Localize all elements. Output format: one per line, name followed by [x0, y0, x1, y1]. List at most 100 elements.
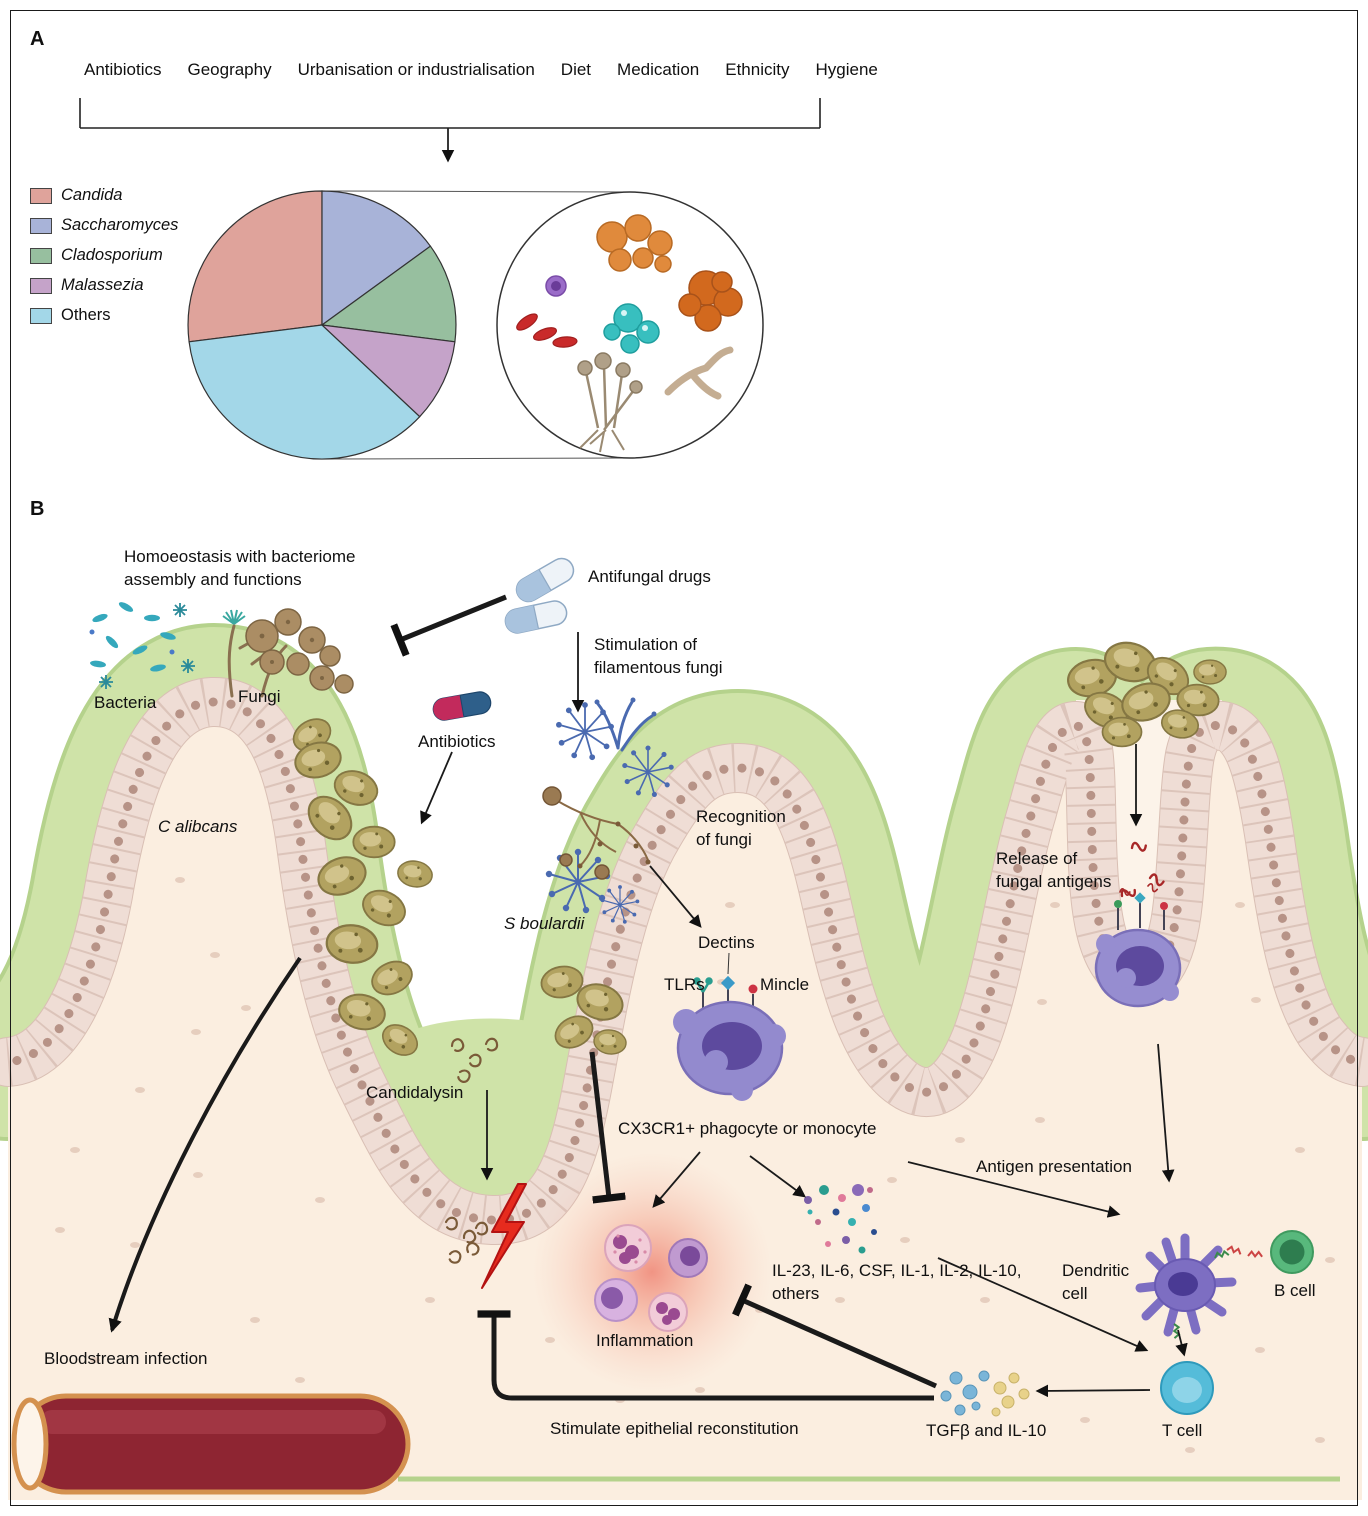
- label-stimulation: Stimulation of filamentous fungi: [594, 634, 723, 680]
- legend-swatch: [30, 247, 52, 264]
- environmental-factors-list: Antibiotics Geography Urbanisation or in…: [84, 60, 878, 80]
- arrow-bloodstream: [108, 956, 302, 1333]
- label-candidalysin: Candidalysin: [366, 1083, 464, 1102]
- label-antibiotics: Antibiotics: [418, 732, 496, 751]
- label-s-boulardii: S boulardii: [504, 914, 585, 933]
- orange-yeast-cluster: [596, 214, 673, 273]
- label-line: assembly and functions: [124, 569, 302, 589]
- pie-slice-cladosporium: [320, 245, 457, 343]
- pie-circle-connectors: [325, 190, 629, 460]
- label-bloodstream: Bloodstream infection: [44, 1349, 208, 1368]
- blood-vessel: [11, 1393, 411, 1495]
- purple-yeast-cell: [545, 275, 567, 297]
- lymphocyte-cell: [594, 1278, 638, 1322]
- brown-hyphae: [555, 799, 649, 867]
- label-homoeostasis: Homoeostasis with bacteriome assembly an…: [124, 546, 355, 592]
- label-stimulate-reconstitution: Stimulate epithelial reconstitution: [550, 1419, 799, 1438]
- label-cytokines: IL-23, IL-6, CSF, IL-1, IL-2, IL-10, oth…: [772, 1260, 1021, 1306]
- receptor-red-icon: [1160, 902, 1168, 910]
- label-line: filamentous fungi: [594, 657, 723, 677]
- factor-medication: Medication: [617, 60, 700, 79]
- label-recognition: Recognition of fungi: [696, 806, 786, 852]
- legend-label: Malassezia: [61, 276, 144, 294]
- arrow-tcell-to-tgfb: [1035, 1384, 1151, 1398]
- arrow-dc-to-tcell: [1175, 1329, 1188, 1357]
- label-line: others: [772, 1283, 820, 1303]
- neutrophil-cell: [604, 1224, 652, 1272]
- pie-slice-others: [188, 324, 421, 460]
- arrow-cytokines-to-tcell: [937, 1257, 1149, 1352]
- label-c-albicans: C alibcans: [158, 817, 238, 836]
- pie-slice-candida: [187, 190, 323, 343]
- legend-swatch: [30, 217, 52, 234]
- mycobiome-circle: [496, 191, 764, 459]
- label-tgfb-il10: TGFβ and IL-10: [926, 1421, 1047, 1440]
- factor-geography: Geography: [187, 60, 272, 79]
- damage-lightning-icon: [481, 1183, 527, 1289]
- pie-legend: Candida Saccharomyces Cladosporium Malas…: [30, 186, 178, 325]
- label-cx3cr1: CX3CR1+ phagocyte or monocyte: [618, 1119, 877, 1138]
- gut-illustration: [8, 700, 1362, 1500]
- arrow-to-inflammation: [652, 1151, 701, 1208]
- arrow-antigen-presentation: [907, 1161, 1121, 1218]
- mold-icon: [577, 352, 643, 453]
- legend-swatch: [30, 277, 52, 294]
- legend-swatch: [30, 307, 52, 324]
- arrow-monocyte-down: [1157, 1043, 1175, 1183]
- label-fungi: Fungi: [238, 687, 281, 706]
- filamentous-fungi: [542, 697, 674, 924]
- mincle-receptor-icon: [748, 984, 758, 994]
- inhibit-antifungal: [390, 594, 507, 657]
- panel-a-bracket: [79, 98, 821, 163]
- tgfb-il10-dots: [940, 1370, 1030, 1417]
- factor-urbanisation: Urbanisation or industrialisation: [297, 60, 535, 79]
- pie-chart: [187, 190, 457, 460]
- label-tlrs: TLRs: [664, 975, 705, 994]
- cytokine-dots: [804, 1184, 877, 1254]
- label-line: of fungi: [696, 829, 752, 849]
- factor-antibiotics: Antibiotics: [84, 60, 162, 79]
- t-cell: [1160, 1361, 1214, 1415]
- homoeostasis-microbes: [89, 602, 354, 698]
- legend-item: Candida: [30, 186, 178, 205]
- receptor-green-icon: [1114, 900, 1122, 908]
- brown-yeast-cluster: [678, 270, 743, 332]
- panel-b-label: B: [30, 498, 45, 520]
- red-rod-chain: [516, 313, 578, 348]
- dendritic-cell: [1135, 1233, 1243, 1340]
- label-dectins: Dectins: [698, 933, 755, 952]
- pie-slice-saccharomyces: [321, 190, 432, 327]
- factor-hygiene: Hygiene: [815, 60, 878, 79]
- label-line: fungal antigens: [996, 871, 1112, 891]
- legend-swatch: [30, 187, 52, 204]
- dectin-receptor-icon: [720, 975, 736, 991]
- arrow-recognition: [649, 865, 702, 928]
- label-b-cell: B cell: [1274, 1281, 1316, 1300]
- fungi-icons: [222, 608, 354, 698]
- line-epithelial-reconstitution: [477, 1310, 934, 1401]
- legend-item: Others: [30, 306, 178, 325]
- arrow-to-cytokines: [749, 1155, 807, 1198]
- legend-item: Saccharomyces: [30, 216, 178, 235]
- monocyte-cell: [1094, 839, 1182, 1008]
- antifungal-pills: [502, 553, 579, 636]
- label-line: Release of: [996, 849, 1078, 868]
- label-line: cell: [1062, 1283, 1088, 1303]
- factor-ethnicity: Ethnicity: [725, 60, 790, 79]
- label-release-antigens: Release of fungal antigens: [996, 848, 1111, 894]
- label-mincle: Mincle: [760, 975, 810, 994]
- label-line: Dendritic: [1062, 1261, 1130, 1280]
- legend-label: Others: [61, 306, 111, 324]
- arrow-antibiotics: [420, 751, 453, 825]
- label-bacteria: Bacteria: [94, 693, 157, 712]
- flow-lines: [108, 594, 1188, 1401]
- label-antigen-presentation: Antigen presentation: [976, 1157, 1132, 1176]
- b-cell: [1246, 1230, 1314, 1274]
- antibiotic-pill: [432, 691, 492, 721]
- legend-item: Cladosporium: [30, 246, 178, 265]
- tlr-receptor-icon: [693, 977, 713, 993]
- inflammation-glow: [532, 1152, 772, 1392]
- phagocyte-cell: [673, 952, 786, 1101]
- hyphae-icon: [664, 346, 734, 400]
